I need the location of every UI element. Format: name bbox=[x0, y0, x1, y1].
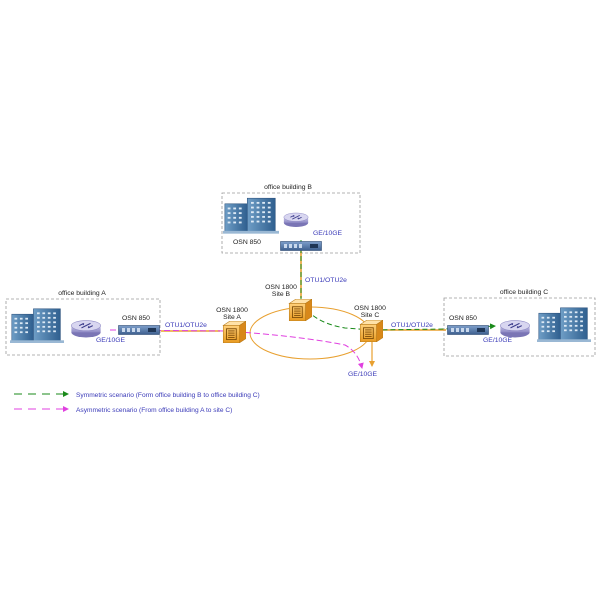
site-a-name: Site A bbox=[223, 314, 241, 321]
building-a-device: OSN 850 bbox=[122, 315, 150, 322]
link-c-label: OTU1/OTU2e bbox=[391, 322, 433, 329]
building-a-title: office building A bbox=[58, 290, 106, 297]
osn850-b-icon bbox=[280, 241, 322, 251]
site-b-device: OSN 1800 bbox=[265, 284, 297, 291]
router-a-icon bbox=[70, 320, 102, 338]
building-a-port: GE/10GE bbox=[96, 337, 126, 344]
link-a-label: OTU1/OTU2e bbox=[165, 322, 207, 329]
site-c-device: OSN 1800 bbox=[354, 305, 386, 312]
site-b-name: Site B bbox=[272, 291, 291, 298]
building-c-port: GE/10GE bbox=[483, 337, 513, 344]
link-b-label: OTU1/OTU2e bbox=[305, 277, 347, 284]
office-building-c-box bbox=[443, 297, 596, 357]
router-c-icon bbox=[499, 320, 531, 338]
legend-symmetric-label: Symmetric scenario (Form office building… bbox=[76, 392, 260, 399]
legend-asymmetric-label: Asymmetric scenario (From office buildin… bbox=[76, 407, 232, 414]
office-building-a-icon bbox=[10, 308, 64, 344]
building-b-port: GE/10GE bbox=[313, 230, 343, 237]
router-b-icon bbox=[283, 212, 309, 228]
osn850-c-icon bbox=[447, 325, 489, 335]
building-b-title: office building B bbox=[264, 184, 312, 191]
building-b-device: OSN 850 bbox=[233, 239, 261, 246]
asymmetric-path bbox=[109, 329, 364, 369]
osn1800-site-b-icon bbox=[288, 299, 312, 321]
osn850-a-icon bbox=[118, 325, 160, 335]
site-a-device: OSN 1800 bbox=[216, 307, 248, 314]
osn1800-site-a-icon bbox=[222, 321, 246, 343]
office-building-c-icon bbox=[537, 307, 591, 343]
office-building-b-box bbox=[221, 192, 361, 254]
building-c-title: office building C bbox=[500, 289, 548, 296]
site-c-name: Site C bbox=[361, 312, 380, 319]
osn1800-site-c-icon bbox=[359, 320, 383, 342]
office-building-a-box bbox=[5, 298, 161, 356]
office-building-b-icon bbox=[223, 197, 279, 234]
building-c-device: OSN 850 bbox=[449, 315, 477, 322]
site-c-drop-label: GE/10GE bbox=[348, 371, 378, 378]
